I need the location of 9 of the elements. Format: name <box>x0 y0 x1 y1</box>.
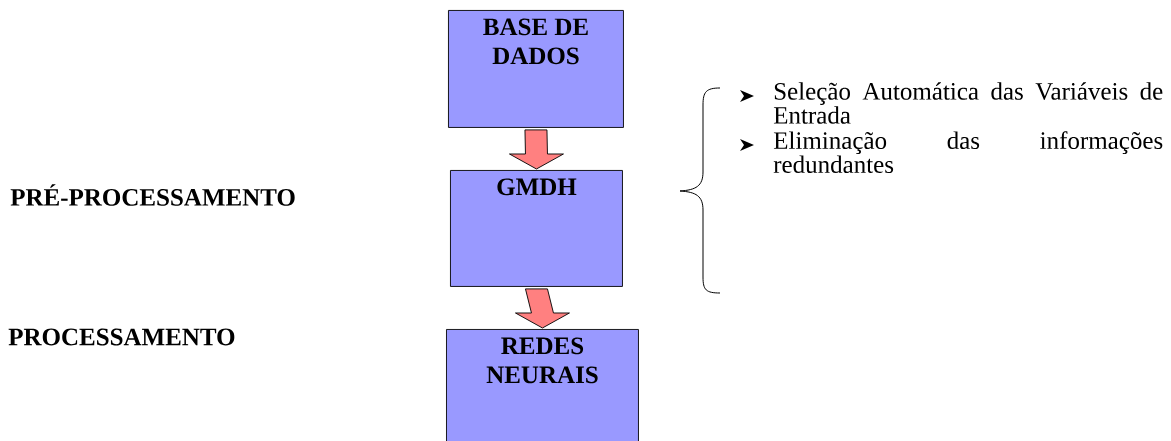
process-box: GMDH <box>450 170 623 287</box>
block-arrow <box>509 129 564 170</box>
section-label: PROCESSAMENTO <box>8 328 235 346</box>
bullet-text: Seleção Automática das Variáveis de Entrada <box>773 82 1163 124</box>
bullet-text: Eliminação das informações redundantes <box>773 131 1163 174</box>
process-box: BASE DE DADOS <box>448 10 624 128</box>
section-label: PRÉ-PROCESSAMENTO <box>10 184 295 206</box>
process-box: REDES NEURAIS <box>446 329 639 441</box>
block-arrow <box>515 288 570 329</box>
